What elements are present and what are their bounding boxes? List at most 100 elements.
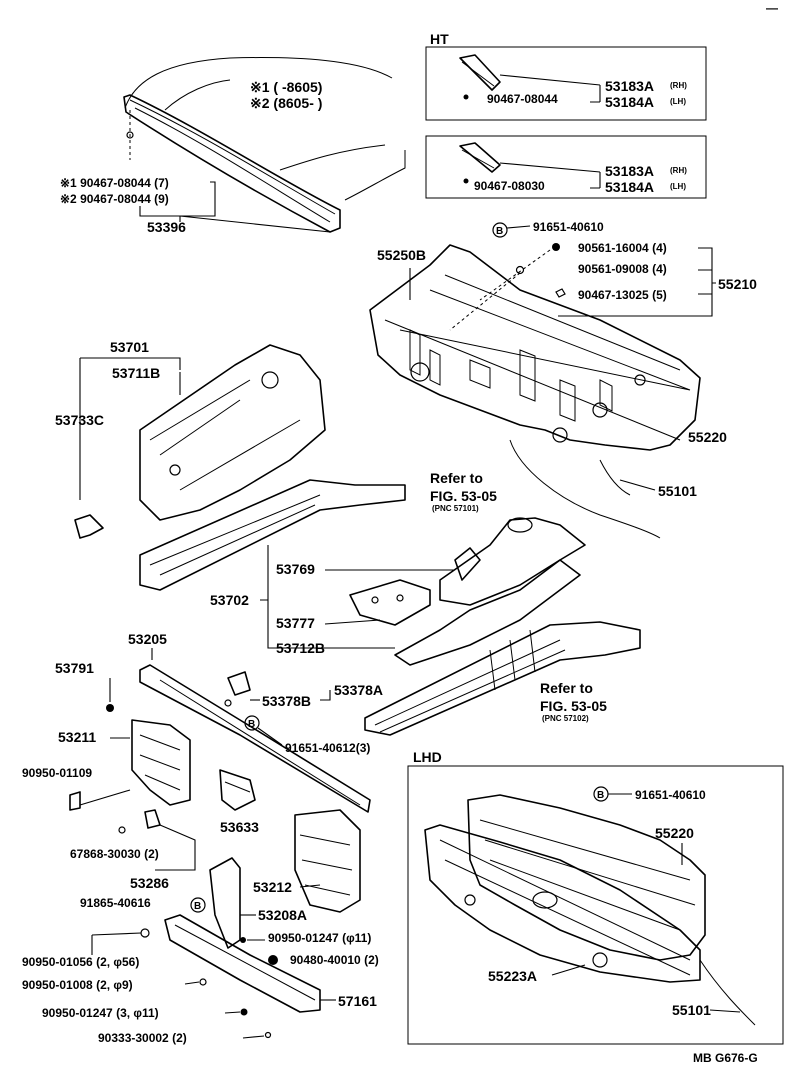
ht-box2-part-b: 53184A: [605, 179, 654, 195]
radiator-support-upper: [139, 664, 371, 813]
dash-fastener-4: 90467-13025 (5): [578, 288, 667, 302]
dash-panel-group: B 91651-40610 90561-16004 (4) 90561-0900…: [369, 220, 757, 539]
ht-bracket-2: [459, 142, 501, 173]
part-53702: 53702: [210, 592, 249, 608]
range-legend: ※1 ( -8605) ※2 (8605- ): [250, 79, 322, 111]
lhd-part-55101: 55101: [672, 1002, 711, 1018]
ht-box2-bolt: 90467-08030: [474, 179, 545, 193]
side-53211-ribs: [139, 734, 181, 791]
p53777-leader: [324, 619, 381, 625]
screw-icon: [264, 1031, 272, 1039]
part-53212: 53212: [253, 879, 292, 895]
part-53711b: 53711B: [112, 365, 160, 381]
side-member-rib: [149, 494, 321, 576]
apron-lh-hole: [507, 517, 533, 533]
screw-icon: [555, 288, 566, 298]
lhd-box: [407, 765, 784, 1045]
ht-box2-part-a-side: (RH): [670, 166, 687, 175]
f3-leader: [155, 824, 196, 871]
f9-leader: [224, 1011, 241, 1014]
dash-panel-hole: [552, 427, 568, 443]
ht-box1-part-a-side: (RH): [670, 81, 687, 90]
dash-fastener-3: 90561-09008 (4): [578, 262, 667, 276]
bracket-53633-rib: [224, 781, 251, 793]
lhd-insulator-55101: [699, 959, 756, 1026]
radiator-fastener-4: 91865-40616: [80, 896, 151, 910]
part-55250b: 55250B: [377, 247, 426, 263]
lhd-part-55223a: 55223A: [488, 968, 537, 984]
nut-icon: [515, 265, 525, 275]
apron-lh-body: [439, 517, 586, 606]
radiator-fastener-7: 90480-40010 (2): [290, 953, 379, 967]
side-member-rh: [139, 479, 406, 591]
screw-icon: [118, 826, 126, 834]
bracket-53769: [454, 547, 481, 581]
lhd-part-55220: 55220: [655, 825, 694, 841]
radiator-support-rib: [159, 679, 361, 806]
ht-bracket-1: [459, 54, 501, 91]
apron-lh-refer: Refer to: [540, 680, 593, 696]
side-53212-ribs: [299, 834, 353, 896]
side-member-lh-ribs: [489, 629, 536, 691]
dash-assy-bracket: [558, 247, 716, 317]
part-53712b: 53712B: [276, 640, 325, 656]
brace-53777: [349, 579, 431, 626]
marker-b: B: [597, 790, 604, 801]
nut-icon: [268, 955, 278, 965]
hood-outline: [124, 57, 393, 109]
p53212-leader: [299, 884, 321, 888]
part-53633: 53633: [220, 819, 259, 835]
part-53211: 53211: [58, 729, 96, 745]
ht-bracket-1-rib: [461, 61, 495, 87]
apron-lh-fig: FIG. 53-05: [540, 698, 607, 714]
marker-b-circle: [492, 222, 508, 238]
side-member-lh: [364, 621, 641, 736]
ht-box1-leader: [499, 74, 601, 103]
lhd-insulator-ribs: [439, 839, 691, 976]
side-member-lh-rib: [374, 639, 566, 733]
lhd-p2-leader: [551, 964, 586, 976]
apron-rh-hole: [261, 371, 279, 389]
radiator-fastener-6: 90950-01056 (2, φ56): [22, 955, 139, 969]
marker-b-leader: [506, 225, 531, 229]
f10-leader: [242, 1035, 265, 1039]
lhd-panel-ribs: [479, 819, 696, 931]
lhd-group: LHD B 91651-40610 55220 55223A 55101: [407, 749, 784, 1045]
f6-leader: [91, 932, 142, 955]
part-53701: 53701: [110, 339, 149, 355]
ht-box1-part-a: 53183A: [605, 78, 654, 94]
cowl-top-panel-group: ※1 90467-08044 (7) ※2 90467-08044 (9) 53…: [60, 57, 406, 235]
dash-assy: 55210: [718, 276, 757, 292]
bracket-53633: [219, 769, 256, 811]
windshield-outline: [279, 144, 406, 201]
marker-b: B: [194, 901, 201, 912]
ht-box-1: [425, 46, 707, 121]
legend-note-2: ※2 (8605- ): [250, 95, 322, 111]
screw-icon: [463, 94, 469, 100]
dash-panel-hole: [592, 402, 608, 418]
apron-bracket: [79, 357, 181, 500]
p53378a-leader: [320, 690, 331, 701]
part-57161: 57161: [338, 993, 377, 1009]
dash-fastener-2: 90561-16004 (4): [578, 241, 667, 255]
marker-b-circle: [244, 715, 260, 731]
corner-mark: —: [766, 1, 778, 15]
panel-leader: [179, 215, 331, 233]
brace-hole: [371, 596, 379, 604]
crossmember-rib: [174, 924, 316, 1001]
radiator-fastener-10: 90333-30002 (2): [98, 1031, 187, 1045]
lhd-insulator-55223a: [424, 824, 701, 983]
nut-icon: [552, 243, 560, 251]
cowl-clip-2: ※2 90467-08044 (9): [60, 192, 169, 206]
f2-leader: [79, 789, 131, 806]
marker-b-leader: [257, 727, 283, 746]
lhd-hole: [592, 952, 608, 968]
nut-icon: [240, 1008, 248, 1016]
ht-box2-leader: [499, 162, 601, 189]
p55101-leader: [619, 479, 656, 491]
radiator-fastener-9: 90950-01247 (3, φ11): [42, 1006, 159, 1020]
part-53791: 53791: [55, 660, 94, 676]
footer-code: MB G676-G: [693, 1051, 758, 1065]
apron-clip-53733c: [74, 514, 104, 539]
apron-rh-group: 53701 53711B 53733C Refer to FIG. 53-05 …: [55, 339, 497, 591]
